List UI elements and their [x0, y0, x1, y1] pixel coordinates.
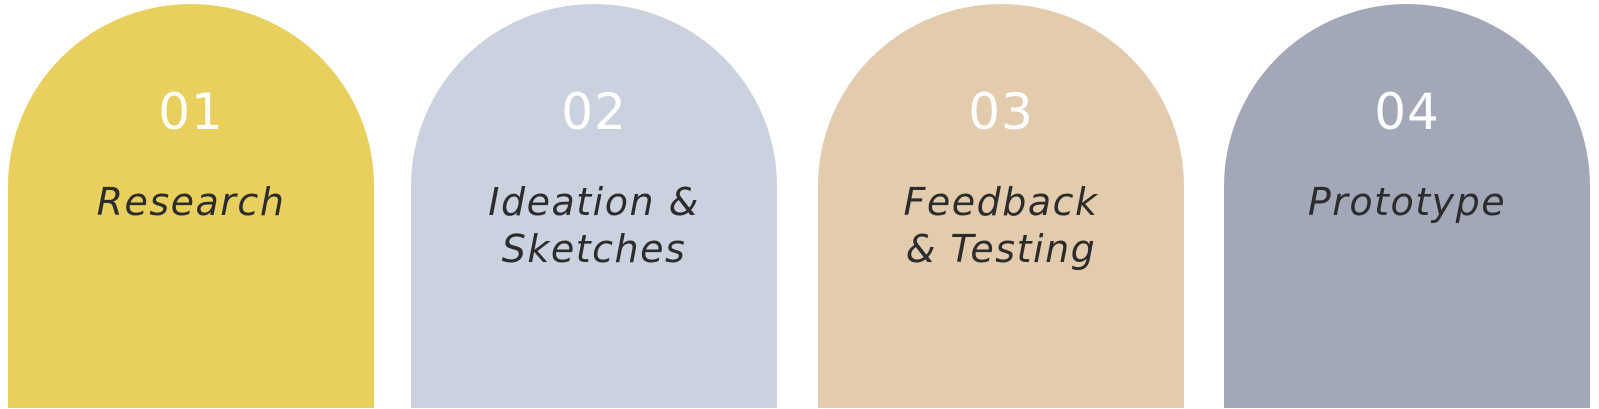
step-title: Feedback & Testing [903, 180, 1099, 271]
step-card-research: 01 Research [8, 4, 374, 408]
step-number: 03 [968, 83, 1034, 141]
step-card-ideation-sketches: 02 Ideation & Sketches [411, 4, 777, 408]
step-card-prototype: 04 Prototype [1224, 4, 1590, 408]
step-title: Ideation & Sketches [488, 180, 700, 271]
step-number: 04 [1374, 83, 1440, 141]
step-title: Prototype [1307, 180, 1507, 224]
step-card-feedback-testing: 03 Feedback & Testing [818, 4, 1184, 408]
step-number: 02 [561, 83, 627, 141]
step-number: 01 [158, 83, 224, 141]
step-title: Research [96, 180, 286, 224]
